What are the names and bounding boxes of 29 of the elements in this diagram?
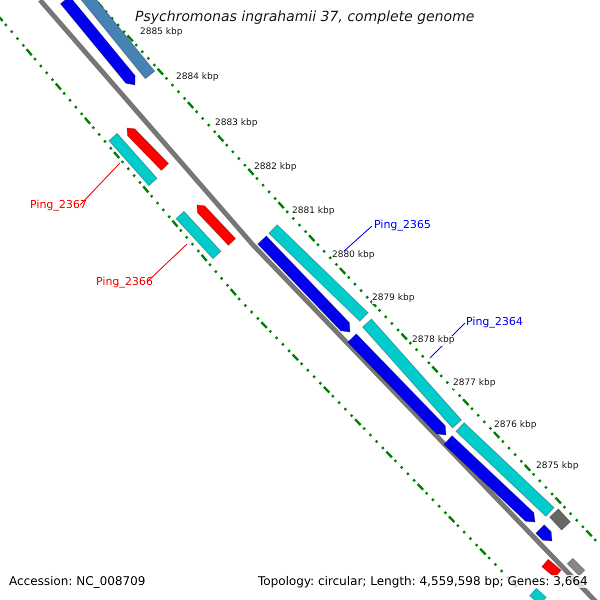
- scale-label: 2880 kbp: [332, 251, 374, 261]
- leader-line: [80, 162, 120, 206]
- scale-label: 2884 kbp: [176, 73, 218, 83]
- scale-label: 2877 kbp: [453, 379, 496, 389]
- scale-label: 2881 kbp: [292, 207, 334, 217]
- leader-line: [146, 244, 188, 282]
- gene-feature: [60, 0, 136, 86]
- scale-label: 2878 kbp: [412, 336, 454, 346]
- map-title: Psychromonas ingrahamii 37, complete genome: [135, 10, 474, 26]
- gene-label: Ping_2365: [374, 219, 431, 232]
- gene-feature: [548, 508, 572, 531]
- scale-label: 2876 kbp: [494, 421, 536, 431]
- gene-feature: [535, 524, 553, 542]
- gene-feature: [126, 127, 170, 172]
- scale-label: 2882 kbp: [254, 163, 296, 173]
- genome-summary: Topology: circular; Length: 4,559,598 bp; Genes: 3,664: [258, 575, 588, 588]
- gene-feature: [108, 132, 158, 186]
- scale-label: 2883 kbp: [215, 119, 258, 129]
- gene-feature: [175, 210, 222, 260]
- leader-line: [342, 226, 372, 252]
- gene-feature: [196, 204, 236, 246]
- scale-label: 2879 kbp: [372, 294, 414, 304]
- gene-label: Ping_2366: [96, 276, 153, 288]
- accession-label: Accession: NC_008709: [9, 575, 146, 588]
- gene-feature: [443, 434, 536, 523]
- gene-label: Ping_2367: [30, 199, 87, 212]
- scale-label: 2875 kbp: [536, 462, 578, 472]
- gene-label: Ping_2364: [466, 316, 523, 328]
- scale-label: 2885 kbp: [140, 28, 182, 38]
